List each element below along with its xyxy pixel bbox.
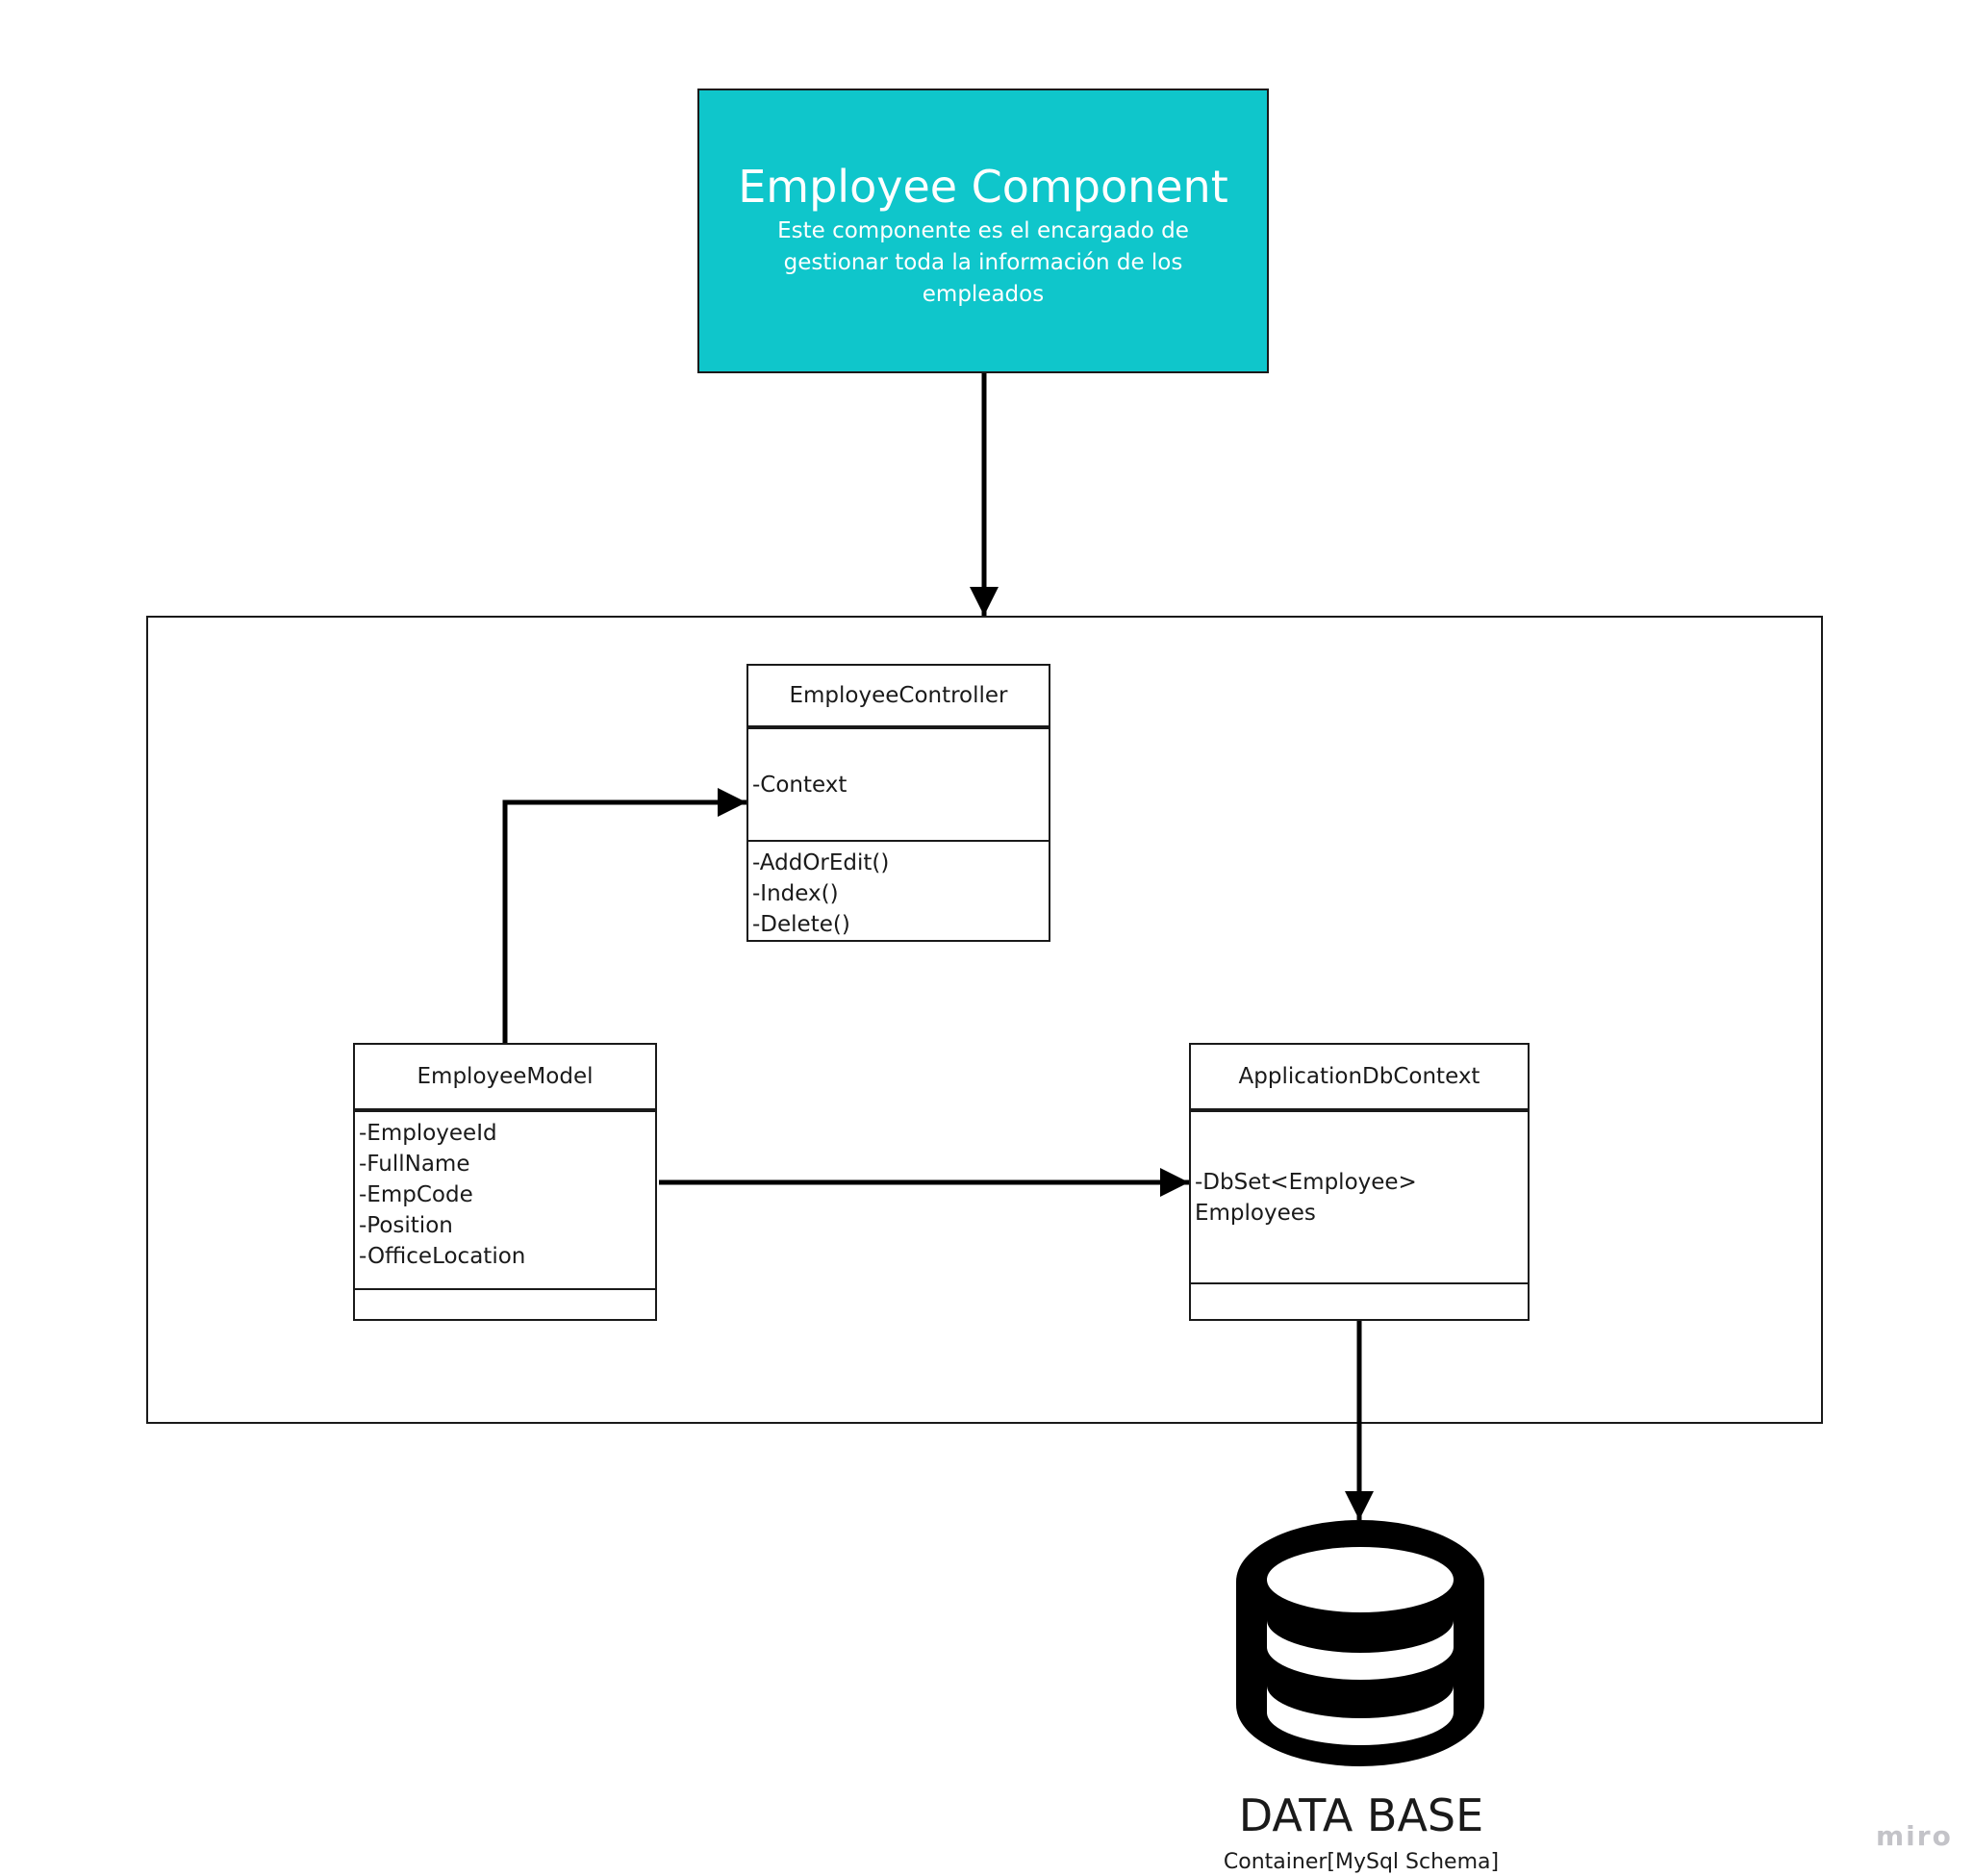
class-name: EmployeeController bbox=[748, 666, 1049, 730]
class-operation: -Delete() bbox=[752, 912, 850, 937]
class-attribute: -EmpCode bbox=[359, 1182, 473, 1207]
class-operations bbox=[1191, 1282, 1528, 1319]
class-attribute: -Position bbox=[359, 1213, 453, 1238]
database-subtitle: Container[MySql Schema] bbox=[1223, 1850, 1500, 1874]
component-description-line: gestionar toda la información de los bbox=[783, 249, 1183, 275]
employee-controller-class[interactable]: EmployeeController -Context -AddOrEdit()… bbox=[746, 664, 1050, 942]
component-container-frame[interactable] bbox=[146, 616, 1823, 1424]
class-attribute: -FullName bbox=[359, 1152, 470, 1177]
class-attributes: -EmployeeId -FullName -EmpCode -Position… bbox=[355, 1112, 655, 1288]
component-description-line: Este componente es el encargado de bbox=[777, 217, 1189, 243]
application-db-context-class[interactable]: ApplicationDbContext -DbSet<Employee> Em… bbox=[1189, 1043, 1530, 1321]
class-operation: -AddOrEdit() bbox=[752, 850, 890, 875]
class-operations bbox=[355, 1288, 655, 1319]
class-attribute: -DbSet<Employee> Employees bbox=[1195, 1169, 1417, 1226]
class-attributes: -DbSet<Employee> Employees bbox=[1191, 1112, 1528, 1282]
class-name: EmployeeModel bbox=[355, 1045, 655, 1112]
employee-component-box[interactable]: Employee Component Este componente es el… bbox=[697, 89, 1269, 373]
class-attribute: -OfficeLocation bbox=[359, 1244, 526, 1269]
component-description-line: empleados bbox=[922, 281, 1045, 307]
class-operations: -AddOrEdit() -Index() -Delete() bbox=[748, 840, 1049, 940]
component-title: Employee Component bbox=[738, 160, 1228, 213]
miro-watermark: miro bbox=[1876, 1820, 1953, 1852]
class-attributes: -Context bbox=[748, 729, 1049, 840]
component-description: Este componente es el encargado de gesti… bbox=[777, 215, 1189, 311]
class-attribute: -Context bbox=[752, 772, 847, 798]
class-name: ApplicationDbContext bbox=[1191, 1045, 1528, 1112]
database-title: DATA BASE bbox=[1238, 1789, 1484, 1841]
employee-model-class[interactable]: EmployeeModel -EmployeeId -FullName -Emp… bbox=[353, 1043, 657, 1321]
database-icon[interactable] bbox=[1236, 1520, 1484, 1766]
class-attribute: -EmployeeId bbox=[359, 1121, 497, 1146]
class-operation: -Index() bbox=[752, 881, 839, 906]
